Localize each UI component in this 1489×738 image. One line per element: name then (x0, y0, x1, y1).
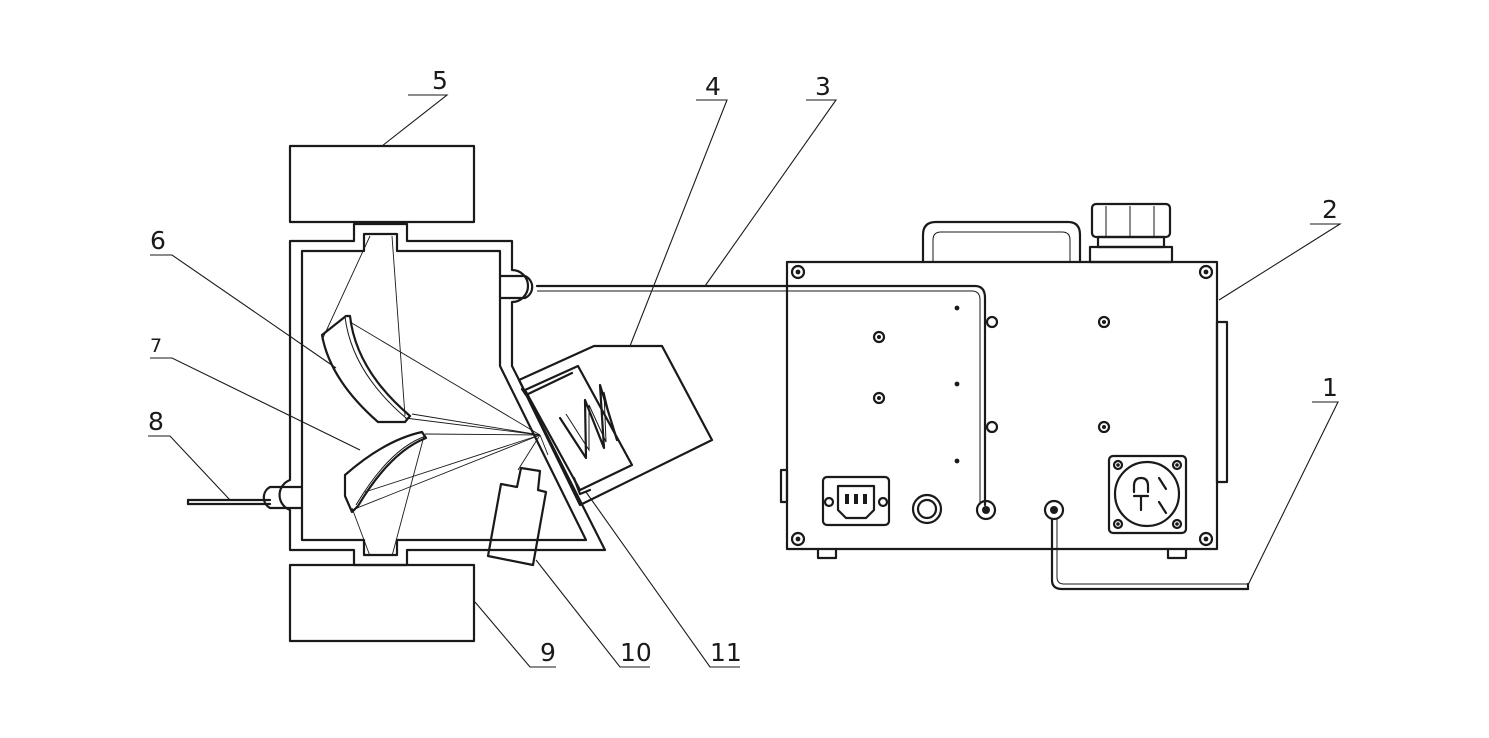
lower-mirror-component-7 (343, 430, 428, 514)
gas-line-component-3 (535, 284, 987, 507)
upper-mirror-surface (344, 316, 407, 419)
panel-screws (872, 305, 1111, 464)
gas-line-inner (537, 290, 981, 505)
gas-fitting-right (1043, 499, 1065, 521)
heating-coil-inner (565, 391, 614, 452)
heating-coil (558, 383, 619, 460)
heater-housing-component-4 (517, 344, 714, 507)
round-knob (911, 493, 943, 525)
inlet-rod-component-8 (186, 498, 272, 506)
left-port-nozzle (262, 485, 304, 510)
callout-8: 8 (148, 407, 164, 436)
detector-component-10 (486, 466, 548, 567)
callout-5: 5 (432, 66, 448, 95)
lower-mirror-surface (355, 435, 427, 506)
right-port-nozzle (498, 274, 534, 300)
chamber-inner-wall (300, 232, 588, 557)
power-socket (1107, 454, 1188, 535)
upper-mirror-component-6 (320, 314, 412, 424)
heater-window (523, 364, 634, 492)
corner-screws (790, 264, 1214, 547)
power-inlet (821, 475, 891, 527)
bottom-block-component-9 (288, 563, 476, 643)
leader-lines (148, 94, 1342, 668)
housing-lip (520, 371, 574, 397)
callout-10: 10 (620, 638, 652, 667)
cable-inner (1056, 519, 1248, 585)
cable-component-1 (1050, 517, 1250, 591)
callout-9: 9 (540, 638, 556, 667)
top-block-component-5 (288, 144, 476, 224)
callout-3: 3 (815, 72, 831, 101)
hook-component-11 (572, 476, 592, 496)
chamber-outer-wall (278, 222, 607, 567)
gas-fitting-left (975, 499, 997, 521)
callout-2: 2 (1322, 195, 1338, 224)
callout-1: 1 (1322, 373, 1338, 402)
callout-7: 7 (150, 335, 162, 357)
callout-11: 11 (710, 638, 742, 667)
callout-4: 4 (705, 72, 721, 101)
light-rays (321, 235, 549, 557)
control-box-component-2 (779, 202, 1229, 560)
callout-6: 6 (150, 226, 166, 255)
